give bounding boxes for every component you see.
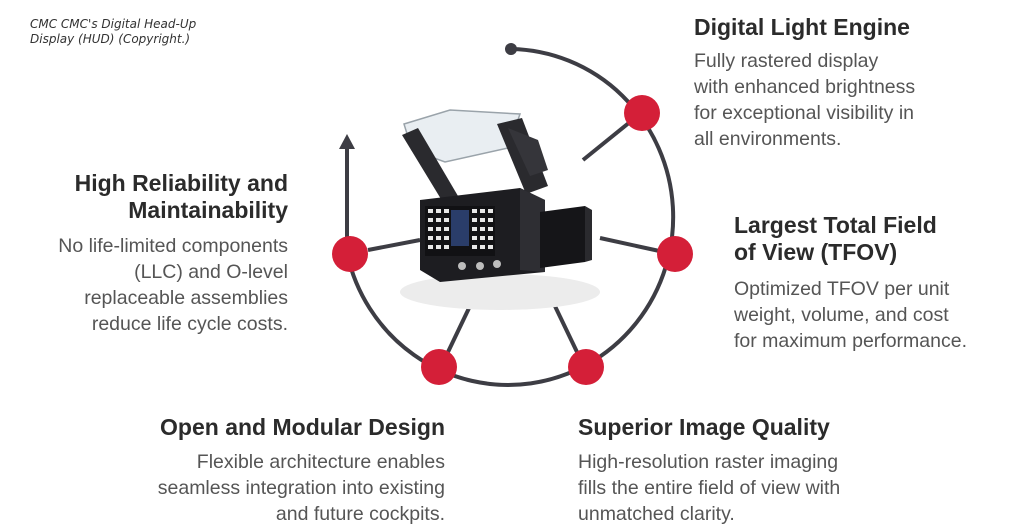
desc-line: High-resolution raster imaging xyxy=(578,451,839,473)
feature-desc-open-modular-design: Flexible architecture enables seamless i… xyxy=(95,449,445,527)
title-line: of View (TFOV) xyxy=(734,239,898,265)
feature-node-2 xyxy=(657,236,693,272)
desc-line: replaceable assemblies xyxy=(84,287,288,309)
feature-title-digital-light-engine: Digital Light Engine xyxy=(694,14,910,40)
desc-line: and future cockpits. xyxy=(275,503,445,525)
desc-line: unmatched clarity. xyxy=(578,503,735,525)
title-line: High Reliability and xyxy=(74,170,288,196)
desc-line: fills the entire field of view with xyxy=(578,477,841,499)
desc-line: with enhanced brightness xyxy=(694,76,916,98)
desc-line: all environments. xyxy=(694,128,842,150)
desc-line: weight, volume, and cost xyxy=(734,304,949,326)
feature-desc-superior-image-quality: High-resolution raster imaging fills the… xyxy=(578,449,898,527)
connector-line xyxy=(599,236,665,254)
desc-line: No life-limited components xyxy=(58,235,288,257)
hud-product-image xyxy=(400,109,600,310)
feature-desc-digital-light-engine: Fully rastered display with enhanced bri… xyxy=(694,48,994,152)
desc-line: (LLC) and O-level xyxy=(134,261,288,283)
connector-line xyxy=(367,238,421,252)
feature-node-1 xyxy=(624,95,660,131)
feature-desc-largest-tfov: Optimized TFOV per unit weight, volume, … xyxy=(734,276,1014,354)
feature-node-4 xyxy=(421,349,457,385)
connector-line xyxy=(446,305,472,353)
feature-title-superior-image-quality: Superior Image Quality xyxy=(578,414,830,440)
desc-line: Flexible architecture enables xyxy=(196,451,445,473)
feature-title-high-reliability: High Reliability and Maintainability xyxy=(30,170,288,224)
desc-line: Optimized TFOV per unit xyxy=(734,278,950,300)
title-line: Largest Total Field xyxy=(734,212,937,238)
connector-line xyxy=(551,301,579,353)
feature-title-open-modular-design: Open and Modular Design xyxy=(160,414,445,440)
title-line: Maintainability xyxy=(128,197,288,223)
ring-start-dot xyxy=(505,43,517,55)
feature-title-largest-tfov: Largest Total Field of View (TFOV) xyxy=(734,212,937,266)
connector-line xyxy=(581,120,632,162)
desc-line: for exceptional visibility in xyxy=(694,102,915,124)
feature-node-3 xyxy=(568,349,604,385)
feature-node-5 xyxy=(332,236,368,272)
image-caption: CMC CMC's Digital Head-Up Display (HUD) … xyxy=(30,17,197,46)
ring-arc xyxy=(345,47,676,387)
desc-line: seamless integration into existing xyxy=(157,477,445,499)
feature-desc-high-reliability: No life-limited components (LLC) and O-l… xyxy=(30,233,288,337)
ring-arrowhead-icon xyxy=(339,134,355,149)
desc-line: Fully rastered display xyxy=(694,50,879,72)
desc-line: for maximum performance. xyxy=(734,330,967,352)
desc-line: reduce life cycle costs. xyxy=(91,313,288,335)
